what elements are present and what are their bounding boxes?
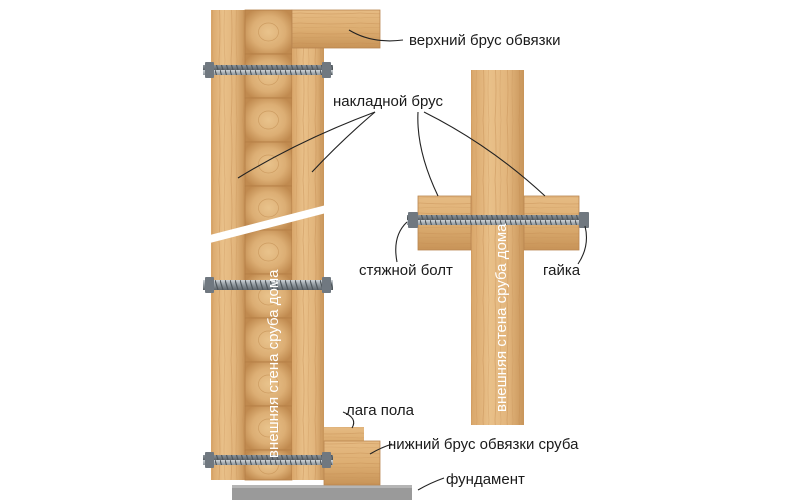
bottom-tie-beam [323,440,381,486]
bolt-middle-left [203,277,333,293]
leader-floor-joist [342,411,355,429]
bolt-bottom-left [203,452,333,468]
log-cross-section [244,53,293,99]
outer-wall-board-right [471,70,524,425]
log-cross-section [244,9,293,55]
log-growth-ring [258,110,279,130]
top-tie-beam [291,9,381,49]
label-nut: гайка [543,262,581,279]
leader-overlay-right-a [417,111,439,197]
label-foundation: фундамент [446,471,525,488]
log-cross-section [244,141,293,187]
log-growth-ring [258,374,279,394]
leader-overlay-right-b [423,111,546,197]
label-top-beam: верхний брус обвязки [409,32,560,49]
right-wall-assembly [407,70,589,425]
leader-foundation [417,477,445,491]
leader-overlay-left-b [311,111,376,173]
left-wall-assembly [203,9,412,500]
label-tension-bolt: стяжной болт [359,262,453,279]
log-cross-section [244,361,293,407]
log-wall-stack [244,9,293,481]
overlay-beam-left-outer [211,10,245,480]
log-cross-section [244,405,293,451]
log-growth-ring [258,242,279,262]
leader-top-beam [348,29,404,42]
labels: верхний брус обвязки накладной брус стяж… [265,32,581,488]
leader-overlay-left-a [237,111,376,179]
log-growth-ring [258,330,279,350]
log-growth-ring [258,154,279,174]
label-outer-wall-left: внешняя стена сруба дома [265,269,282,458]
log-cross-section [244,97,293,143]
leader-nut [577,225,587,265]
log-cross-section [244,317,293,363]
break-line [206,204,330,244]
leader-lines [237,29,587,491]
bolt-top-left [203,62,333,78]
leader-bottom-beam [369,443,393,455]
log-growth-ring [258,198,279,218]
label-outer-wall-right: внешняя стена сруба дома [493,223,510,412]
bolt-right [407,212,589,228]
log-cross-section [244,229,293,275]
foundation-block [232,485,412,500]
leader-tension-bolt [395,221,408,263]
log-growth-ring [258,22,279,42]
label-bottom-beam: нижний брус обвязки сруба [388,436,579,453]
label-floor-joist: лага пола [346,402,415,419]
overlay-beam-left-inner [292,10,324,480]
label-overlay-beam: накладной брус [333,93,443,110]
log-growth-ring [258,418,279,438]
